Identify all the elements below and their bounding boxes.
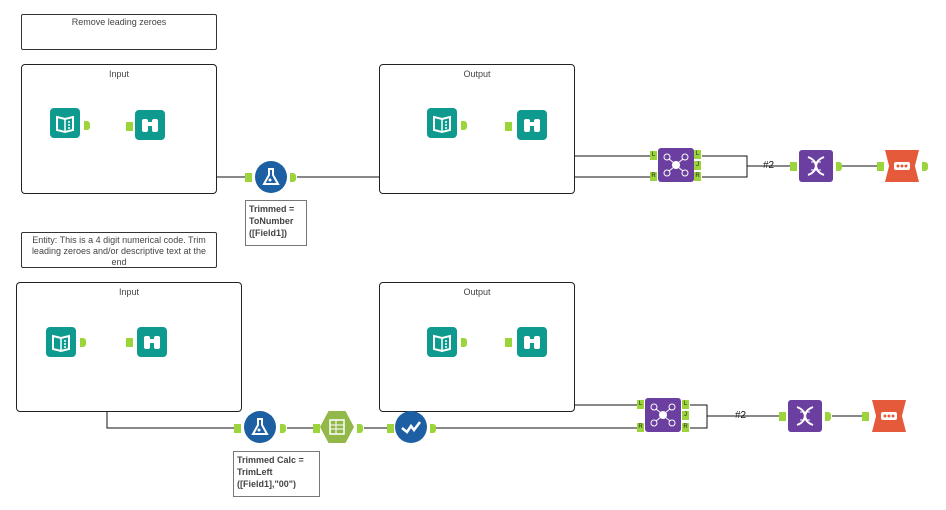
join-out-r[interactable]: R <box>682 423 689 432</box>
join-left-anchor[interactable]: L <box>637 400 644 409</box>
input-data-tool-bottom-output[interactable] <box>427 327 457 357</box>
input-data-tool-top[interactable] <box>50 108 80 138</box>
formula-tool-bottom[interactable] <box>244 411 276 443</box>
input-anchor[interactable] <box>505 122 512 131</box>
output-anchor[interactable] <box>922 162 928 171</box>
select-icon <box>329 419 345 435</box>
annotation-line: TrimLeft <box>237 467 273 477</box>
join-tool-top[interactable] <box>658 148 694 182</box>
input-anchor[interactable] <box>313 424 320 433</box>
formula-annotation-bottom: Trimmed Calc = TrimLeft ([Field1],"00") <box>233 451 320 497</box>
record-id-tool-bottom[interactable] <box>872 400 906 432</box>
output-anchor[interactable] <box>836 162 842 171</box>
record-id-tool-top[interactable] <box>885 150 919 182</box>
container-title: Output <box>463 287 491 297</box>
input-data-icon <box>56 115 74 134</box>
input-anchor[interactable] <box>126 122 133 131</box>
container-input-bottom[interactable]: Input <box>16 282 242 412</box>
comment-text: Remove leading zeroes <box>71 17 167 27</box>
input-anchor[interactable] <box>505 338 512 347</box>
union-icon <box>796 406 814 426</box>
input-data-tool-bottom[interactable] <box>46 327 76 357</box>
output-anchor[interactable] <box>461 338 467 347</box>
annotation-line: Trimmed Calc = <box>237 455 304 465</box>
annotation-line: ToNumber <box>249 216 294 226</box>
join-right-anchor[interactable]: R <box>637 423 644 432</box>
join-out-j[interactable]: J <box>682 411 689 420</box>
union-icon <box>807 156 825 176</box>
browse-icon <box>144 336 160 349</box>
output-anchor[interactable] <box>280 424 286 433</box>
join-icon <box>663 153 689 177</box>
join-left-anchor[interactable]: L <box>650 151 657 160</box>
input-anchor[interactable] <box>779 412 786 421</box>
formula-icon <box>262 168 280 185</box>
input-anchor[interactable] <box>245 173 252 182</box>
check-icon <box>401 421 421 434</box>
input-data-icon <box>52 334 70 353</box>
wire-count-label: #2 <box>735 410 747 421</box>
browse-icon <box>524 119 540 132</box>
container-title: Input <box>108 69 130 79</box>
join-out-j[interactable]: J <box>694 161 701 170</box>
output-anchor[interactable] <box>430 424 436 433</box>
formula-tool-top[interactable] <box>255 161 287 193</box>
comment-text: Entity: This is a 4 digit numerical code… <box>31 235 207 267</box>
input-anchor[interactable] <box>234 424 241 433</box>
container-input-top[interactable]: Input <box>21 64 217 194</box>
output-anchor[interactable] <box>357 424 363 433</box>
join-icon <box>650 403 676 427</box>
output-anchor[interactable] <box>80 338 86 347</box>
browse-icon <box>142 119 158 132</box>
browse-icon <box>524 336 540 349</box>
join-tool-bottom[interactable] <box>645 398 681 432</box>
browse-tool-bottom-input[interactable] <box>137 327 167 357</box>
record-id-icon <box>894 162 910 170</box>
join-out-r[interactable]: R <box>694 172 701 181</box>
browse-tool-top-output[interactable] <box>517 110 547 140</box>
data-cleansing-tool-bottom[interactable] <box>395 411 427 443</box>
join-right-anchor[interactable]: R <box>650 172 657 181</box>
union-tool-bottom[interactable] <box>788 400 822 432</box>
input-data-icon <box>433 115 451 134</box>
formula-icon <box>251 418 269 435</box>
browse-tool-bottom-output[interactable] <box>517 327 547 357</box>
container-title: Output <box>463 69 491 79</box>
input-anchor[interactable] <box>387 424 394 433</box>
formula-annotation-top: Trimmed = ToNumber ([Field1]) <box>245 200 307 246</box>
union-tool-top[interactable] <box>799 150 833 182</box>
input-anchor[interactable] <box>126 338 133 347</box>
container-title: Input <box>118 287 140 297</box>
record-id-icon <box>881 412 897 420</box>
comment-entity[interactable]: Entity: This is a 4 digit numerical code… <box>21 232 217 268</box>
input-anchor[interactable] <box>877 162 884 171</box>
browse-tool-top-input[interactable] <box>135 110 165 140</box>
output-anchor[interactable] <box>825 412 831 421</box>
annotation-line: Trimmed = <box>249 204 295 214</box>
comment-remove-leading-zeroes[interactable]: Remove leading zeroes <box>21 14 217 50</box>
output-anchor[interactable] <box>290 173 296 182</box>
output-anchor[interactable] <box>461 121 467 130</box>
input-anchor[interactable] <box>790 162 797 171</box>
annotation-line: ([Field1],"00") <box>237 479 297 489</box>
input-data-icon <box>433 334 451 353</box>
wire-count-label: #2 <box>763 160 775 171</box>
input-anchor[interactable] <box>862 412 869 421</box>
annotation-line: ([Field1]) <box>249 228 287 238</box>
join-out-l[interactable]: L <box>682 400 689 409</box>
output-anchor[interactable] <box>84 121 90 130</box>
join-out-l[interactable]: L <box>694 150 701 159</box>
input-data-tool-top-output[interactable] <box>427 108 457 138</box>
